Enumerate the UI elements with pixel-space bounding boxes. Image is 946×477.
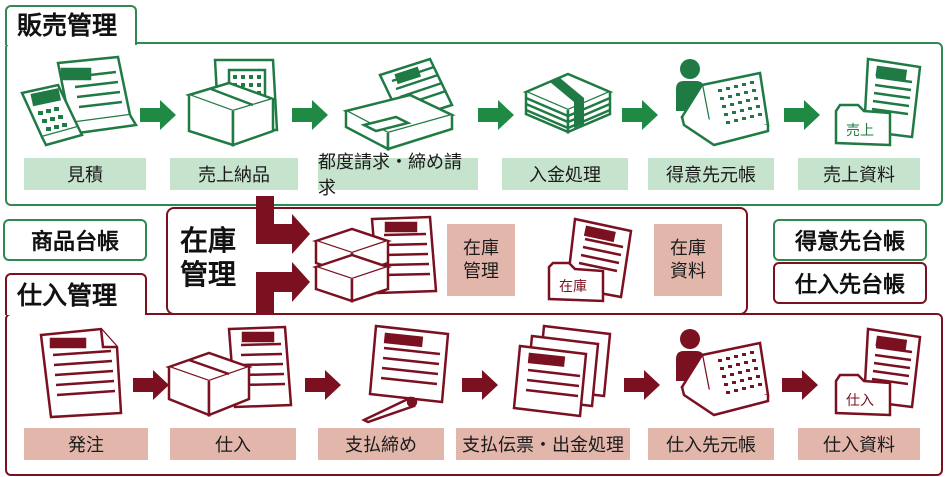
svg-text:在庫: 在庫 [559, 278, 587, 295]
calculator-with-document-icon [20, 55, 139, 147]
document-with-pen-icon [361, 324, 450, 424]
step-payment-receipt: 入金処理 [502, 158, 628, 190]
folder-with-documents-icon: 仕入 [834, 327, 922, 417]
purchase-title: 仕入管理 [5, 273, 147, 315]
step-payment-slip: 支払伝票・出金処理 [456, 428, 630, 460]
step-purchase-data: 仕入資料 [798, 428, 920, 460]
folder-with-documents-icon: 在庫 [547, 217, 633, 303]
step-order: 発注 [24, 428, 148, 460]
customer-ledger-box: 得意先台帳 [773, 219, 927, 261]
purchase-to-inventory-arrow [256, 262, 310, 322]
money-bundle-icon [522, 72, 614, 134]
svg-text:仕入: 仕入 [846, 393, 874, 409]
order-document-icon [39, 327, 123, 419]
box-with-document-icon [312, 215, 438, 303]
person-with-ledger-icon [676, 329, 770, 417]
printer-icon [342, 57, 456, 152]
stock-management-label: 在庫 管理 [447, 224, 515, 296]
step-estimate: 見積 [24, 158, 146, 190]
step-sales-data: 売上資料 [798, 158, 920, 190]
box-with-document-icon [165, 325, 293, 417]
stock-data-label: 在庫 資料 [654, 224, 722, 296]
stacked-slips-icon [512, 324, 612, 418]
step-customer-ledger: 得意先元帳 [648, 158, 774, 190]
svg-text:売上: 売上 [846, 123, 874, 139]
step-payment-closing: 支払締め [318, 428, 444, 460]
inventory-title-line2: 管理 [180, 257, 237, 291]
step-supplier-ledger: 仕入先元帳 [648, 428, 774, 460]
step-purchase: 仕入 [170, 428, 296, 460]
inventory-title: 在庫 管理 [180, 224, 236, 291]
box-with-document-icon [185, 58, 279, 147]
person-with-ledger-icon [676, 59, 770, 147]
step-billing: 都度請求・締め請求 [318, 152, 478, 199]
step-sales-delivery: 売上納品 [170, 158, 298, 190]
product-ledger-box: 商品台帳 [3, 219, 147, 261]
sales-to-inventory-arrow [256, 196, 310, 254]
supplier-ledger-box: 仕入先台帳 [773, 262, 927, 304]
sales-title: 販売管理 [5, 5, 137, 45]
folder-with-documents-icon: 売上 [834, 57, 922, 147]
inventory-title-line1: 在庫 [180, 224, 237, 257]
